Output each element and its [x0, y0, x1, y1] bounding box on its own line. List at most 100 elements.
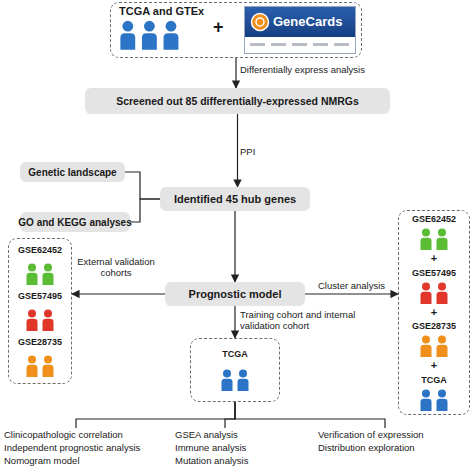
analysis-box: Genetic landscape [20, 162, 125, 182]
analysis-item: Nomogram model [4, 454, 172, 467]
person-body [437, 238, 448, 250]
edge-label: Training cohort and internal validation … [240, 309, 365, 331]
flow-arrow [72, 293, 165, 294]
source-box: TCGA and GTEx + GeneCards [110, 2, 362, 58]
cohort-label: GSE62452 [18, 245, 62, 256]
person-body [164, 33, 179, 49]
plus-sign: + [431, 253, 437, 264]
people-icon [24, 355, 56, 377]
nav-bar [271, 43, 286, 46]
person-head [44, 263, 52, 271]
people-icon [418, 335, 450, 357]
analysis-box: GO and KEGG analyses [20, 212, 130, 232]
person-head [166, 21, 177, 32]
analysis-list: Clinicopathologic correlationIndependent… [4, 428, 172, 470]
flow-arrow [234, 306, 235, 338]
person-body [421, 399, 432, 411]
people-icon [24, 263, 56, 285]
person-body [142, 33, 157, 49]
process-box: Screened out 85 differentially-expressed… [85, 88, 390, 114]
analysis-item: Distribution exploration [318, 441, 470, 454]
nav-bar [334, 43, 349, 46]
nav-bar [292, 43, 307, 46]
flow-arrow [125, 172, 160, 199]
cohort-label: GSE57495 [412, 268, 456, 279]
flow-arrow [237, 114, 238, 187]
edge-label: External validation cohorts [74, 256, 158, 278]
cohort-label: GSE28735 [18, 337, 62, 348]
people-icon [418, 389, 450, 411]
person-head [122, 21, 133, 32]
person-head [44, 355, 52, 363]
person-body [421, 238, 432, 250]
analysis-list: GSEA analysisImmune analysisMutation ana… [175, 428, 305, 470]
person-head [438, 389, 446, 397]
person-body [437, 399, 448, 411]
plus-sign: + [431, 307, 437, 318]
person-body [43, 318, 54, 330]
edge-label: PPI [240, 146, 300, 157]
cohort-label: GSE57495 [18, 291, 62, 302]
person-head [28, 309, 36, 317]
person-head [422, 282, 430, 290]
box-label: GO and KEGG analyses [18, 217, 131, 228]
box-label: Genetic landscape [28, 167, 116, 178]
cohort-label: TCGA [421, 375, 447, 386]
person-head [28, 355, 36, 363]
people-icon [418, 228, 450, 250]
logo-ring [256, 18, 264, 26]
logo-text: GeneCards [273, 14, 342, 29]
analysis-list: Verification of expressionDistribution e… [318, 428, 470, 470]
person-head [44, 309, 52, 317]
plus-sign: + [431, 360, 437, 371]
person-head [223, 370, 231, 378]
analysis-item: Immune analysis [175, 441, 305, 454]
analysis-item: Mutation analysis [175, 454, 305, 467]
person-body [43, 273, 54, 285]
person-body [437, 345, 448, 357]
box-label: Prognostic model [189, 288, 282, 300]
person-body [120, 33, 135, 49]
analysis-item: GSEA analysis [175, 428, 305, 441]
person-head [28, 263, 36, 271]
person-body [222, 379, 233, 391]
logo-circle [252, 14, 269, 31]
cohort-group: GSE62452GSE57495GSE28735 [8, 238, 72, 384]
nav-bar [313, 43, 328, 46]
nav-bar [250, 43, 265, 46]
analysis-item: Independent prognostic analysis [4, 441, 172, 454]
person-body [437, 292, 448, 304]
source-label: TCGA and GTEx [119, 5, 204, 17]
cohort-label: GSE28735 [412, 321, 456, 332]
flow-arrow [234, 211, 235, 282]
cohort-label: GSE62452 [412, 214, 456, 225]
analysis-item: Verification of expression [318, 428, 470, 441]
box-label: Screened out 85 differentially-expressed… [116, 95, 359, 107]
flow-arrow [76, 402, 235, 428]
person-head [422, 389, 430, 397]
source-label: + [213, 17, 224, 38]
person-body [421, 292, 432, 304]
people-icon [117, 20, 182, 50]
cohort-box: TCGA [190, 338, 280, 402]
person-body [27, 364, 38, 376]
logo-emblem [250, 12, 270, 32]
process-box: Identified 45 hub genes [160, 187, 310, 211]
people-icon [418, 282, 450, 304]
person-head [422, 336, 430, 344]
genecards-logo: GeneCards [244, 6, 356, 54]
flow-arrow [130, 199, 160, 222]
edge-label: Differentially express analysis [240, 64, 440, 75]
person-body [27, 318, 38, 330]
flow-arrow [235, 402, 385, 428]
edge-label: Cluster analysis [318, 280, 398, 291]
person-body [43, 364, 54, 376]
box-label: Identified 45 hub genes [174, 193, 296, 205]
person-body [27, 273, 38, 285]
analysis-item: Clinicopathologic correlation [4, 428, 172, 441]
flow-arrow [305, 293, 398, 294]
person-head [144, 21, 155, 32]
logo-nav [246, 39, 356, 53]
person-body [421, 345, 432, 357]
